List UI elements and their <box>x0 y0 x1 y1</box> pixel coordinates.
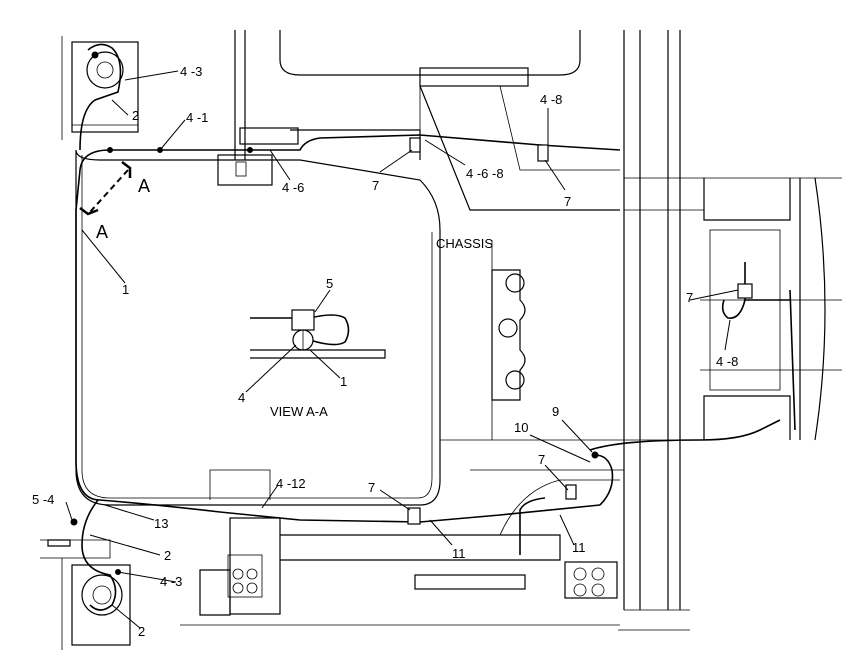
label-4-12: 4 -12 <box>276 476 306 491</box>
label-chassis: CHASSIS <box>436 236 493 251</box>
label-7-right: 7 <box>686 290 693 305</box>
label-11-left: 11 <box>452 546 466 561</box>
label-10: 10 <box>514 420 528 435</box>
label-section-a-lower: A <box>96 222 108 242</box>
right-frame-rail <box>618 30 842 631</box>
label-4-8-right: 4 -8 <box>716 354 738 369</box>
label-5: 5 <box>326 276 333 291</box>
chassis-plate <box>440 240 624 471</box>
label-1-view: 1 <box>340 374 347 389</box>
bottom-crossmember <box>180 469 620 626</box>
label-1-left: 1 <box>122 282 129 297</box>
label-4: 4 <box>238 390 245 405</box>
label-2-top: 2 <box>132 108 139 123</box>
right-hub-section <box>700 177 842 441</box>
wiring-harness <box>75 43 796 611</box>
label-4-6: 4 -6 <box>282 180 304 195</box>
label-4-1: 4 -1 <box>186 110 208 125</box>
label-5-4: 5 -4 <box>32 492 54 507</box>
top-crossmember <box>217 30 620 211</box>
label-2-bottom: 2 <box>164 548 171 563</box>
label-9: 9 <box>552 404 559 419</box>
leader-lines <box>65 70 739 629</box>
clips <box>47 51 753 575</box>
label-7-top-right: 7 <box>564 194 571 209</box>
label-section-a-upper: A <box>138 176 150 196</box>
label-4-3-bottom: 4 -3 <box>160 574 182 589</box>
top-left-wheel-housing <box>61 36 139 140</box>
label-2-lowest: 2 <box>138 624 145 639</box>
main-frame <box>75 149 441 506</box>
label-7-bottom-left: 7 <box>368 480 375 495</box>
label-11-right: 11 <box>572 540 586 555</box>
labels: VIEW A-A CHASSIS A A 4 -3 2 4 -1 4 -6 7 … <box>32 64 738 639</box>
label-4-3-top: 4 -3 <box>180 64 202 79</box>
label-7-bottom-right: 7 <box>538 452 545 467</box>
section-a-indicator <box>79 161 132 216</box>
label-7-top-left: 7 <box>372 178 379 193</box>
label-13: 13 <box>154 516 168 531</box>
label-4-8-top: 4 -8 <box>540 92 562 107</box>
bottom-left-wheel-housing <box>40 539 131 650</box>
label-view-a-a: VIEW A-A <box>270 404 328 419</box>
view-aa-detail <box>250 309 386 359</box>
label-4-6-8: 4 -6 -8 <box>466 166 504 181</box>
